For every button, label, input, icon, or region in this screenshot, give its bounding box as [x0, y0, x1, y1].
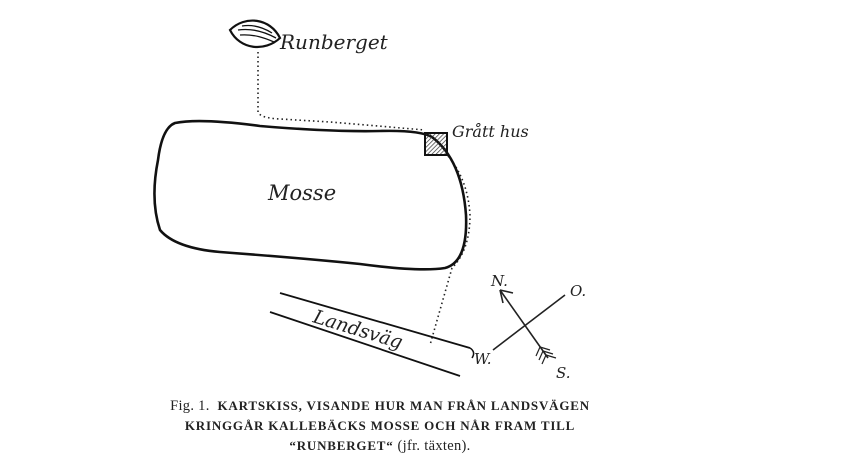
compass-east: O. — [570, 282, 586, 300]
footpath-south — [429, 155, 471, 346]
bog-outline — [153, 119, 468, 271]
bog-label: Mosse — [267, 181, 336, 205]
house-label: Grått hus — [452, 122, 529, 141]
compass-south: S. — [556, 364, 571, 382]
caption-line1: KARTSKISS, VISANDE HUR MAN FRÅN LANDSVÄG… — [217, 398, 590, 413]
caption-title: “RUNBERGET“ — [289, 438, 394, 453]
compass-north: N. — [490, 272, 508, 290]
compass-west: W. — [474, 350, 492, 368]
road-label: Landsväg — [310, 305, 406, 353]
caption-line2: KRINGGÅR KALLEBÄCKS MOSSE OCH NÅR FRAM T… — [184, 418, 576, 433]
compass-rose — [492, 289, 566, 365]
runberget-label: Runberget — [279, 30, 389, 54]
footpath — [257, 52, 426, 131]
caption-fig: Fig. 1. — [170, 398, 210, 414]
road — [269, 292, 475, 377]
figure-caption: Fig. 1. KARTSKISS, VISANDE HUR MAN FRÅN … — [100, 396, 660, 456]
grey-house-icon — [424, 132, 448, 156]
runberget-hill-icon — [228, 19, 282, 49]
caption-ref: (jfr. täxten). — [397, 438, 471, 454]
